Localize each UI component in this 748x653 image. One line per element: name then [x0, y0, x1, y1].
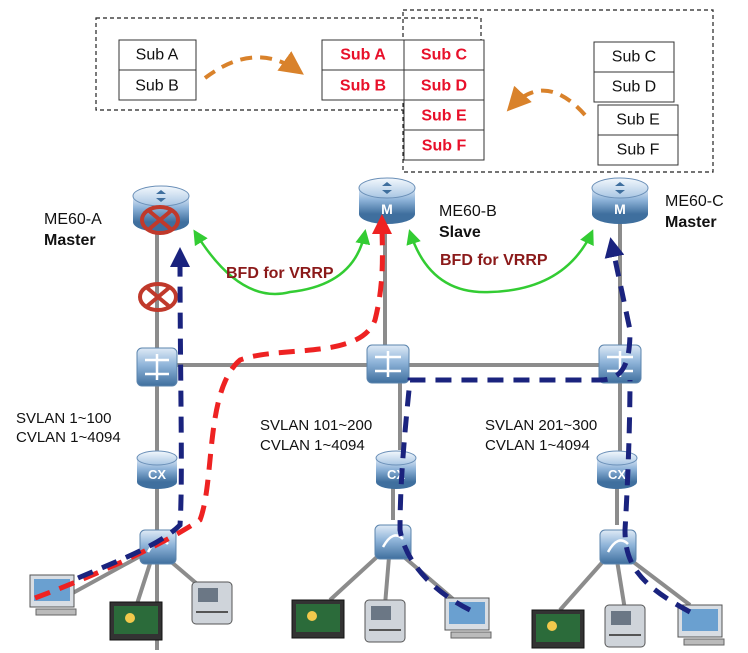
mid-sub-f: Sub F	[422, 138, 467, 155]
switch-icon	[366, 344, 410, 384]
bfd-label-left: BFD for VRRP	[226, 265, 334, 282]
mid-sub-e: Sub E	[421, 108, 467, 125]
tv-icon	[531, 609, 585, 649]
olt-icon: CX	[375, 450, 417, 489]
vlan-c-svlan: SVLAN 201~300	[485, 417, 597, 434]
phone-icon	[191, 581, 233, 625]
tv-icon	[291, 599, 345, 639]
right-sub-table: Sub C Sub D Sub E Sub F	[593, 41, 679, 166]
vlan-a-svlan: SVLAN 1~100	[16, 410, 112, 427]
router-a-name: ME60-A	[44, 211, 102, 228]
olt-icon: CX	[596, 450, 638, 489]
fault-icon	[140, 205, 180, 235]
fault-icon	[138, 282, 178, 312]
mid-sub-b: Sub B	[340, 78, 386, 95]
blue-traffic-path-a	[77, 247, 191, 581]
right-sub-e: Sub E	[616, 112, 660, 129]
bfd-arrow-right	[406, 229, 594, 294]
blue-traffic-path-c	[622, 379, 692, 615]
phone-icon	[364, 599, 406, 643]
svg-text:CX: CX	[148, 467, 166, 482]
router-icon: M	[591, 177, 649, 224]
mid-sub-d: Sub D	[421, 78, 467, 95]
router-icon: M	[358, 177, 416, 224]
svg-text:M: M	[614, 201, 626, 217]
right-sub-d: Sub D	[612, 79, 656, 96]
vlan-b-cvlan: CVLAN 1~4094	[260, 437, 365, 454]
svg-text:CX: CX	[608, 467, 626, 482]
right-sub-f: Sub F	[617, 142, 660, 159]
right-sub-c: Sub C	[612, 49, 656, 66]
left-sub-table: Sub A Sub B	[118, 39, 197, 101]
phone-icon	[604, 604, 646, 648]
bfd-label-right: BFD for VRRP	[440, 252, 548, 269]
middle-sub-table: Sub A Sub B Sub C Sub D Sub E Sub F	[321, 39, 485, 161]
router-b-name: ME60-B	[439, 203, 497, 220]
olt-icon: CX	[136, 450, 178, 489]
vlan-c-cvlan: CVLAN 1~4094	[485, 437, 590, 454]
vlan-b-svlan: SVLAN 101~200	[260, 417, 372, 434]
mid-sub-a: Sub A	[340, 47, 386, 64]
left-sub-b: Sub B	[135, 78, 179, 95]
sync-arrow-left	[203, 51, 304, 80]
switch-icon	[136, 347, 178, 387]
left-sub-a: Sub A	[136, 47, 179, 64]
router-a-role: Master	[44, 232, 96, 249]
blue-traffic-path-b	[397, 237, 633, 613]
sync-arrow-right	[506, 85, 587, 117]
pc-icon	[29, 574, 77, 616]
pc-icon	[444, 597, 492, 639]
router-c-name: ME60-C	[665, 193, 724, 210]
bfd-arrow-left	[193, 229, 371, 296]
svg-text:M: M	[381, 201, 393, 217]
vlan-a-cvlan: CVLAN 1~4094	[16, 429, 121, 446]
router-b-role: Slave	[439, 224, 481, 241]
mid-sub-c: Sub C	[421, 47, 468, 64]
tv-icon	[109, 601, 163, 641]
router-c-role: Master	[665, 214, 717, 231]
